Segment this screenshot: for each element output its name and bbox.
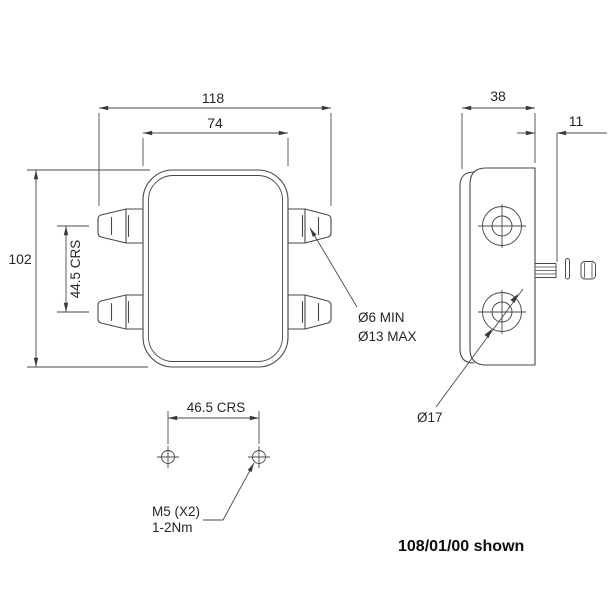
- dim-tab-offset-label: 11: [569, 113, 584, 129]
- dim-body-width: 74: [142, 115, 289, 166]
- hole-diameter-label: Ø17: [417, 410, 443, 425]
- leader-hole-diameter: Ø17: [417, 288, 524, 425]
- dim-overall-height: 102: [8, 169, 150, 368]
- leader-mounting-thread: M5 (X2) 1-2Nm: [152, 462, 255, 535]
- dim-gland-centres: 44.5 CRS: [57, 225, 89, 313]
- mounting-thread-label: M5 (X2): [152, 504, 200, 519]
- enclosure-body-outer: [142, 169, 289, 368]
- enclosure-body-inner: [148, 175, 283, 362]
- dim-overall-width-label: 118: [202, 90, 225, 106]
- gland-bore-min-label: Ø6 MIN: [358, 310, 405, 325]
- crosshair-marker-left: [157, 446, 179, 468]
- earth-tab: [534, 263, 557, 278]
- washer-side: [565, 258, 570, 280]
- dim-body-width-label: 74: [207, 115, 223, 131]
- dim-hole-centres: 46.5 CRS: [167, 400, 260, 444]
- mounting-hole-layout: 46.5 CRS M5 (X2) 1-2Nm: [152, 400, 270, 535]
- boss-hole-top: [478, 204, 526, 248]
- crosshair-marker-right: [248, 446, 270, 468]
- side-lid-profile: [459, 171, 475, 364]
- leader-gland-bore: Ø6 MIN Ø13 MAX: [309, 227, 417, 344]
- cable-gland-top-right: [287, 208, 332, 244]
- side-body: [469, 167, 536, 366]
- dim-hole-centres-label: 46.5 CRS: [187, 400, 246, 415]
- dim-tab-offset: 11: [517, 113, 607, 262]
- dim-depth-label: 38: [490, 88, 506, 104]
- dim-gland-centres-label: 44.5 CRS: [68, 240, 83, 299]
- side-view: 38 11 Ø6 MIN Ø13 MAX Ø17: [309, 88, 607, 425]
- nut-side: [580, 261, 596, 280]
- cable-gland-top-left: [97, 208, 144, 244]
- dim-overall-width: 118: [98, 90, 332, 206]
- variant-note: 108/01/00 shown: [398, 538, 524, 555]
- gland-bore-max-label: Ø13 MAX: [358, 329, 417, 344]
- boss-hole-bottom: [478, 290, 526, 334]
- cable-gland-bottom-left: [97, 294, 144, 330]
- mounting-torque-label: 1-2Nm: [152, 520, 193, 535]
- dim-depth: 38: [461, 88, 536, 169]
- dim-overall-height-label: 102: [8, 251, 32, 267]
- front-view: 118 74 102 44.5 CRS: [8, 90, 332, 368]
- cable-gland-bottom-right: [287, 294, 332, 330]
